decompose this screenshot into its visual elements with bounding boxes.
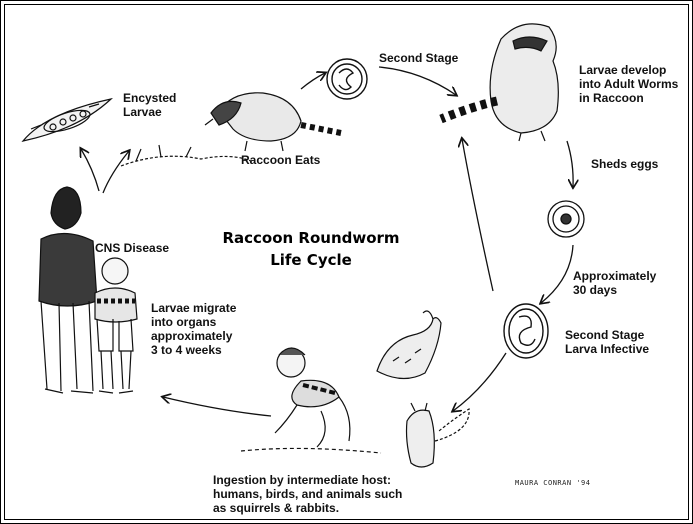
infective-larva-egg-icon: [503, 303, 549, 359]
cycle-arrows: [81, 66, 574, 417]
page-title: Raccoon Roundworm Life Cycle: [222, 229, 400, 269]
arrow-inner-return: [462, 139, 494, 292]
second-stage-egg-icon: [326, 58, 368, 100]
label-second-stage-infective: Second Stage Larva Infective: [565, 328, 650, 356]
raccoon-eating-icon: [120, 92, 342, 167]
label-second-stage: Second Stage: [379, 51, 459, 65]
quail-icon: [376, 310, 442, 380]
label-larvae-develop: Larvae develop into Adult Worms in Racco…: [579, 63, 679, 105]
label-cns-disease: CNS Disease: [95, 241, 170, 255]
artist-signature: MAURA CONRAN '94: [515, 479, 591, 487]
label-larvae-migrate: Larvae migrate into organs approximately…: [151, 301, 237, 357]
adult-raccoon-icon: [439, 23, 559, 142]
arrow-infective-to-host: [453, 352, 507, 411]
arrow-host-to-human: [163, 397, 272, 417]
arrow-raccoon-to-egg: [300, 73, 325, 90]
arrow-adult-to-shed: [566, 140, 573, 187]
arrow-human-to-cyst: [81, 149, 100, 192]
label-encysted-larvae: Encysted Larvae: [123, 91, 177, 119]
label-raccoon-eats: Raccoon Eats: [241, 153, 321, 167]
label-approximately-30-days: Approximately 30 days: [573, 269, 657, 297]
child-playing-icon: [240, 347, 382, 454]
label-ingestion: Ingestion by intermediate host: humans, …: [213, 473, 403, 515]
encysted-larvae-icon: [21, 97, 113, 142]
woman-icon: [38, 186, 98, 394]
shed-egg-icon: [547, 200, 585, 238]
boy-icon: [94, 257, 138, 394]
arrow-egg-to-infective: [541, 244, 574, 303]
squirrel-icon: [405, 402, 470, 468]
label-sheds-eggs: Sheds eggs: [591, 157, 659, 171]
arrow-egg-to-adult: [378, 66, 456, 95]
arrow-human-to-eats: [102, 151, 129, 194]
